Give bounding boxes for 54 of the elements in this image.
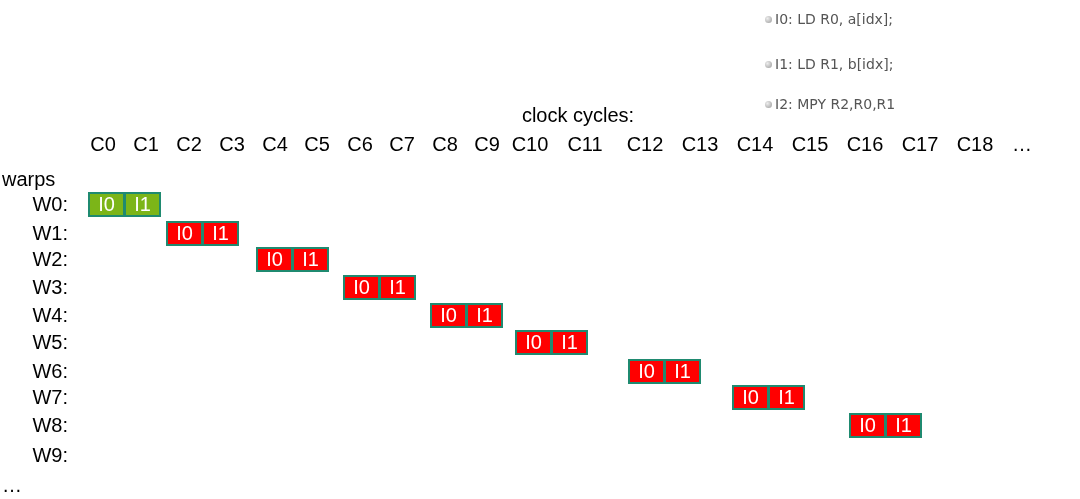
warp-label: W7: xyxy=(32,387,68,407)
cycle-label: C0 xyxy=(90,134,116,154)
cycle-label: C9 xyxy=(474,134,500,154)
instruction-slot: I1 xyxy=(551,330,588,355)
instruction-slot: I1 xyxy=(768,385,805,410)
instruction-text: I1: LD R1, b[idx]; xyxy=(775,57,894,71)
cycle-label: C3 xyxy=(219,134,245,154)
warp-label: W8: xyxy=(32,415,68,435)
instruction-slot: I1 xyxy=(124,192,161,217)
axis-title: clock cycles: xyxy=(521,105,635,125)
instruction-slot: I1 xyxy=(664,359,701,384)
instruction-slot: I1 xyxy=(202,221,239,246)
cycle-label: C18 xyxy=(956,134,994,154)
instruction-slot: I1 xyxy=(466,303,503,328)
instruction-slot: I0 xyxy=(343,275,380,300)
cycle-label: C15 xyxy=(791,134,829,154)
cycle-label: C11 xyxy=(567,134,603,154)
cycle-label: C4 xyxy=(262,134,288,154)
ellipsis: … xyxy=(2,475,22,495)
cycle-label: C14 xyxy=(736,134,774,154)
cycle-label: C10 xyxy=(511,134,549,154)
instruction-slot: I0 xyxy=(515,330,552,355)
cycle-label: C6 xyxy=(347,134,373,154)
cycle-label: C2 xyxy=(176,134,202,154)
instruction-slot: I1 xyxy=(292,247,329,272)
instruction-slot: I1 xyxy=(379,275,416,300)
warp-label: W2: xyxy=(32,249,68,269)
instruction-slot: I0 xyxy=(732,385,769,410)
warp-label: W4: xyxy=(32,305,68,325)
instruction-slot: I0 xyxy=(256,247,293,272)
warp-label: W9: xyxy=(32,445,68,465)
instruction-text: I0: LD R0, a[idx]; xyxy=(775,12,894,26)
cycle-label: C7 xyxy=(389,134,415,154)
cycle-label: C1 xyxy=(133,134,159,154)
cycle-label: C13 xyxy=(681,134,719,154)
warp-label: W6: xyxy=(32,361,68,381)
warp-label: W3: xyxy=(32,277,68,297)
cycle-label: C8 xyxy=(432,134,458,154)
axis-title: warps xyxy=(2,169,56,189)
cycle-label: C17 xyxy=(901,134,939,154)
instruction-slot: I1 xyxy=(885,413,922,438)
instruction-slot: I0 xyxy=(849,413,886,438)
warp-label: W5: xyxy=(32,332,68,352)
instruction-slot: I0 xyxy=(430,303,467,328)
cycle-label: … xyxy=(1012,134,1032,154)
cycle-label: C16 xyxy=(846,134,884,154)
instruction-slot: I0 xyxy=(166,221,203,246)
cycle-label: C5 xyxy=(304,134,330,154)
instruction-text: I2: MPY R2,R0,R1 xyxy=(775,97,896,111)
instruction-slot: I0 xyxy=(628,359,665,384)
warp-label: W0: xyxy=(32,194,68,214)
warp-label: W1: xyxy=(32,223,68,243)
cycle-label: C12 xyxy=(626,134,664,154)
instruction-slot: I0 xyxy=(88,192,125,217)
